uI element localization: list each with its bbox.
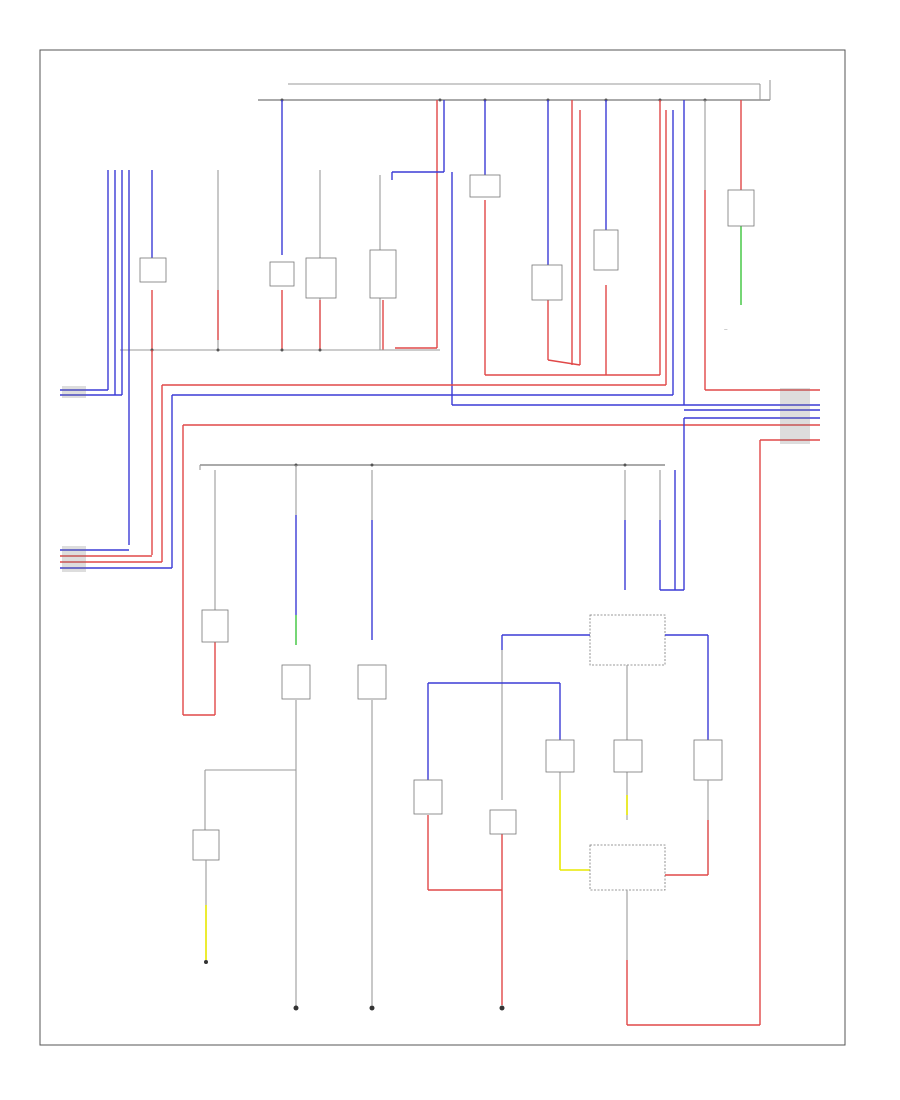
middle-circuits	[183, 418, 685, 1010]
lower-module-block	[589, 780, 760, 1026]
top-box-drops: —	[391, 100, 755, 405]
ground-symbol	[293, 1005, 299, 1011]
ground-symbol	[369, 1005, 375, 1011]
ground-symbol	[499, 1005, 505, 1011]
ground-label-top: —	[724, 327, 728, 331]
main-harness-bundle	[60, 170, 820, 1025]
ground-points	[204, 960, 505, 1011]
top-power-distribution-box	[258, 80, 771, 102]
middle-junction-box	[199, 463, 665, 470]
control-module-block	[413, 614, 723, 1005]
diagram-frame	[39, 49, 846, 1046]
ground-symbol	[204, 960, 208, 964]
top-left-circuits	[120, 100, 440, 352]
